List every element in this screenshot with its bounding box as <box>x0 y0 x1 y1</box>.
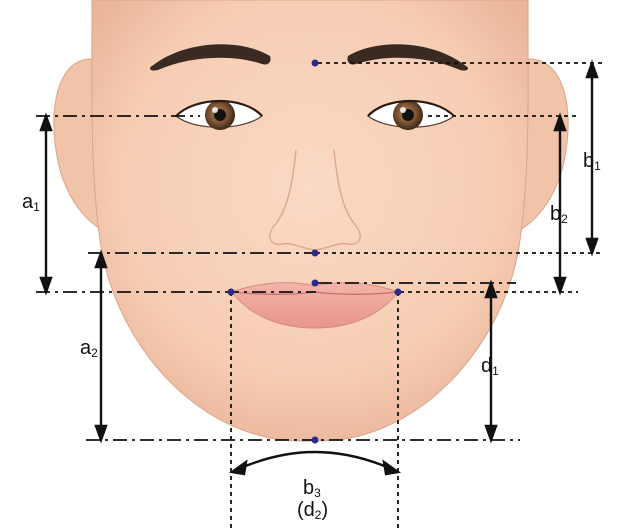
landmark-glabella <box>312 60 319 67</box>
label-d2: (d2) <box>297 500 328 521</box>
landmark-subnasale <box>312 250 319 257</box>
label-a1: a1 <box>22 192 40 213</box>
landmark-mouth-right <box>395 289 402 296</box>
landmark-upper-lip <box>312 280 319 287</box>
landmark-mouth-left <box>228 289 235 296</box>
label-b3: b3 <box>303 478 321 499</box>
label-b1: b1 <box>583 151 601 172</box>
landmark-chin <box>312 437 319 444</box>
label-a2: a2 <box>80 338 98 359</box>
label-b2: b2 <box>550 204 568 225</box>
label-d1: d1 <box>481 356 499 377</box>
